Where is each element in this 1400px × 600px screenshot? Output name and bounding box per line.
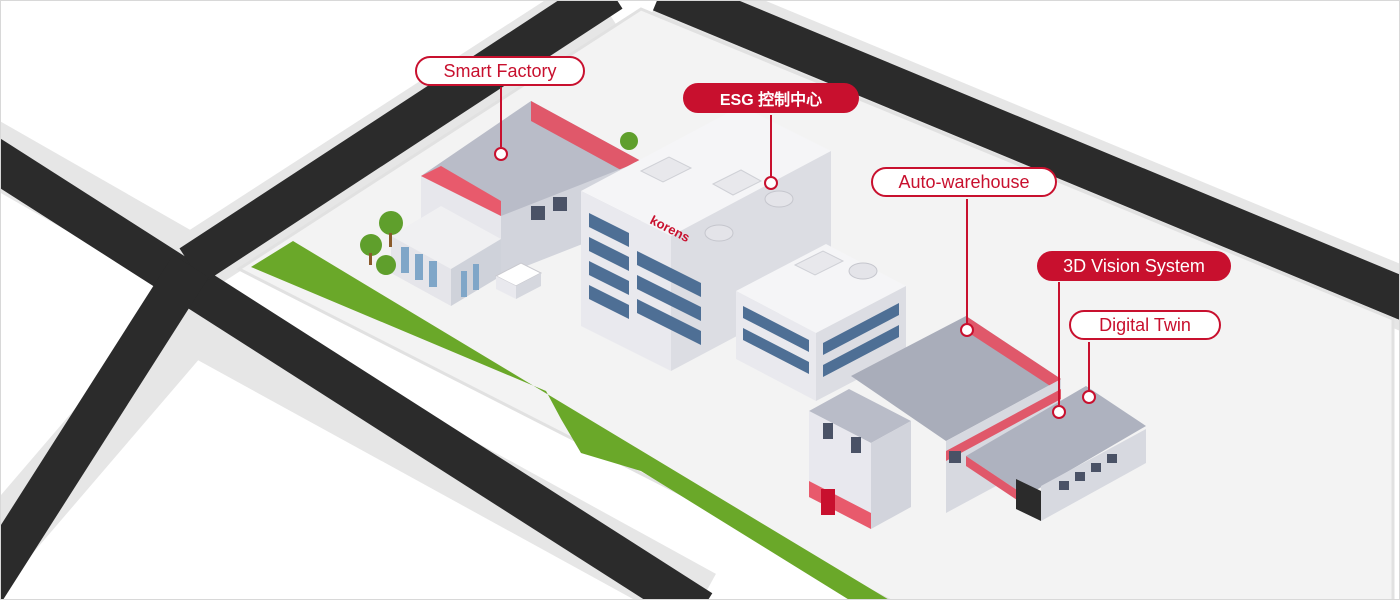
road-diagonal-left: [1, 138, 713, 599]
auto-warehouse-label[interactable]: Auto-warehouse: [871, 167, 1057, 197]
delivery-truck: [494, 262, 543, 299]
3d-vision-system-label[interactable]: 3D Vision System: [1037, 251, 1231, 281]
pin-digital-twin: [1082, 390, 1096, 404]
guard-house: [809, 389, 911, 529]
shed-building: [966, 386, 1146, 521]
grass-strip: [251, 241, 888, 599]
pin-3d-vision: [1052, 405, 1066, 419]
digital-twin-label[interactable]: Digital Twin: [1069, 310, 1221, 340]
pin-smart-factory: [494, 147, 508, 161]
esg-control-center-label[interactable]: ESG 控制中心: [683, 83, 859, 113]
office-annex: [736, 244, 906, 401]
callout-leaders: [494, 87, 1096, 419]
road-top-left: [179, 1, 623, 284]
road-top-right: [652, 1, 1399, 320]
pin-auto-warehouse: [960, 323, 974, 337]
pin-esg: [764, 176, 778, 190]
office-building: korens: [581, 106, 831, 371]
trees: [360, 132, 638, 275]
smart-factory-label[interactable]: Smart Factory: [415, 56, 585, 86]
road-bottom-left: [1, 254, 209, 599]
